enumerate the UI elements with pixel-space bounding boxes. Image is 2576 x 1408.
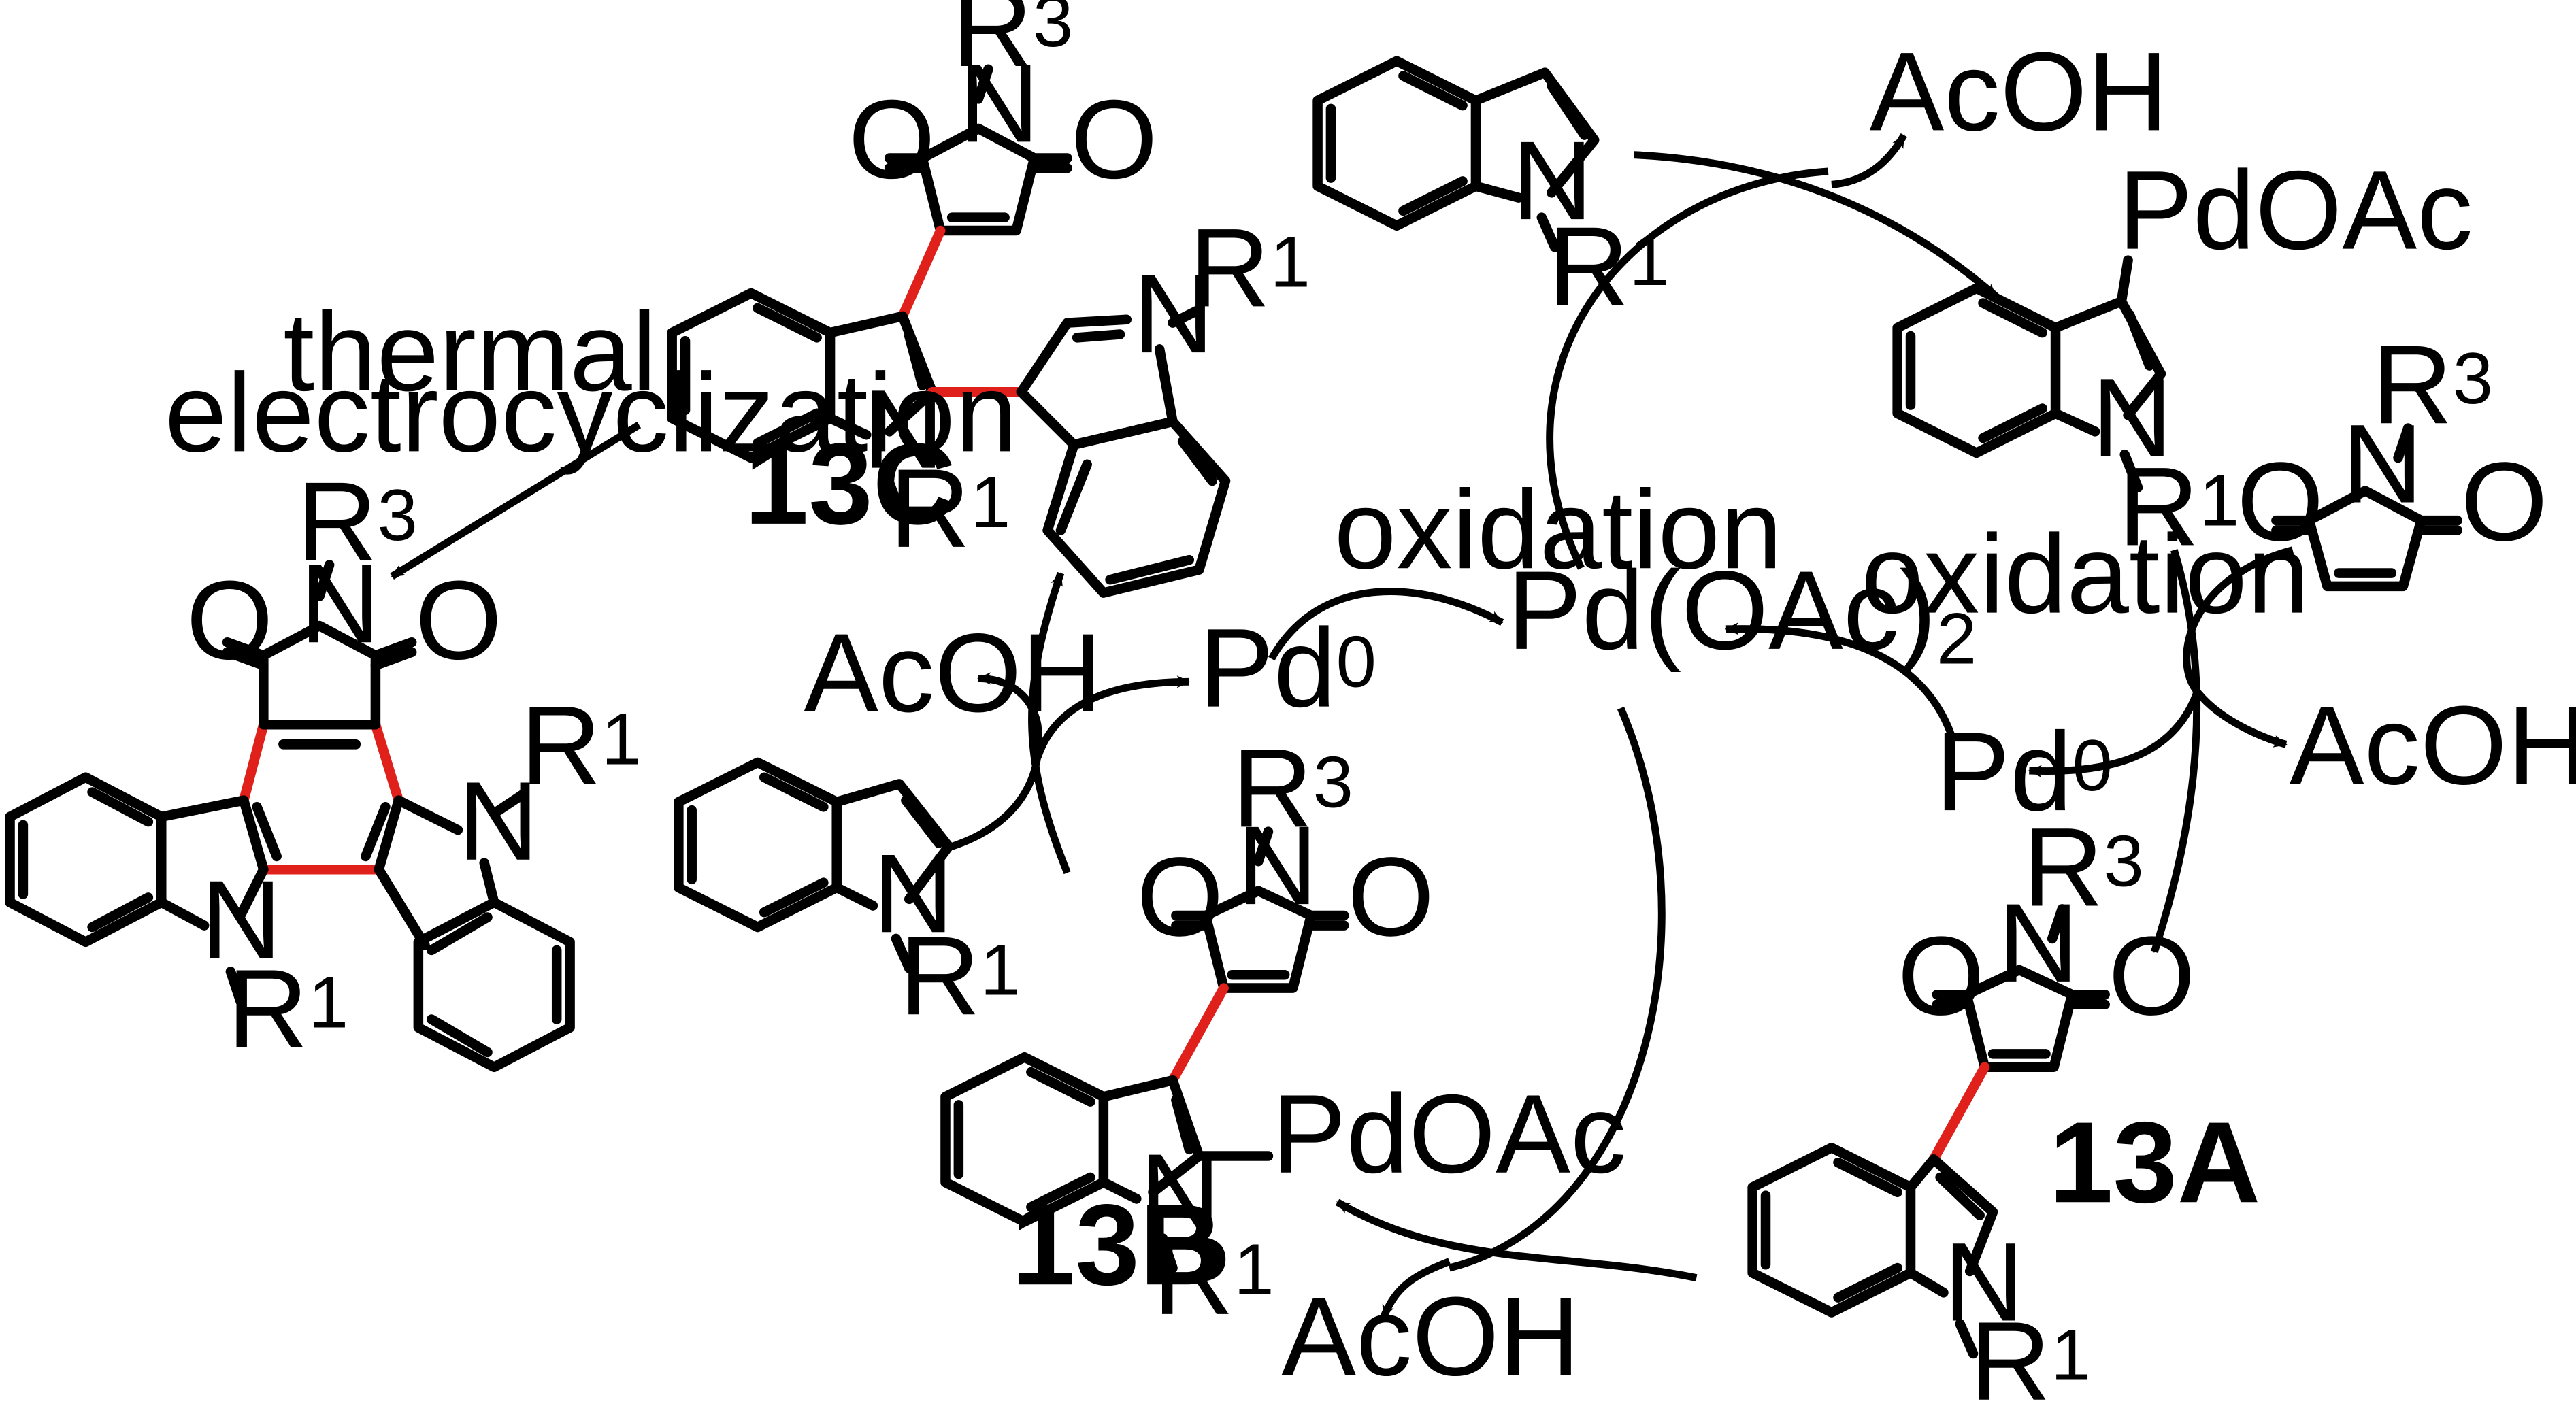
o-atom-label: O — [2109, 913, 2196, 1038]
r3-label: R3 — [297, 458, 418, 584]
intermediate-13B: N O O R3 N PdOAc R1 13B — [940, 725, 1626, 1338]
acoh-label-bottom: AcOH — [1281, 1273, 1580, 1398]
n-atom-label: N — [873, 831, 954, 956]
r1-label: R1 — [521, 682, 642, 807]
o-atom-label: O — [2461, 439, 2548, 564]
intermediate-13C: N O O R3 N R1 N R1 13C — [667, 0, 1310, 598]
pd0-release-arrow-right — [2028, 690, 2201, 777]
r3-label: R3 — [952, 0, 1073, 90]
acoh-release-arrow-bottom — [1380, 1258, 1451, 1319]
pd0-release-arrow-left — [1034, 675, 1191, 759]
n-atom-label: N — [300, 541, 381, 666]
r3-label: R3 — [2372, 322, 2493, 447]
pdoac-label: PdOAc — [1272, 1071, 1626, 1196]
acoh-label-center: AcOH — [804, 610, 1102, 735]
acoh-release-arrow-top — [1831, 133, 1908, 188]
o-atom-label: O — [186, 557, 274, 682]
r1-label: R1 — [1153, 1213, 1274, 1338]
r1-label: R1 — [1189, 205, 1310, 330]
pd0-label-center: Pd0 — [1199, 605, 1376, 731]
indolyl-pdoac-intermediate: N PdOAc R1 — [1892, 148, 2473, 569]
thermal-label: thermal — [283, 289, 657, 414]
oxidation-arrow-center — [1268, 588, 1504, 661]
indolocarbazole-product: N O O R3 N R1 N R1 — [5, 458, 642, 1073]
n-atom-label: N — [1237, 803, 1318, 928]
n-atom-label: N — [1140, 1130, 1221, 1256]
n-atom-label: N — [1943, 1220, 2024, 1345]
r3-label: R3 — [1232, 725, 1353, 850]
coupling-arrow-to-13C — [1028, 571, 1071, 875]
r1-label: R1 — [889, 446, 1010, 571]
indole-starting-material: N R1 — [1312, 56, 1670, 329]
compound-label-13B: 13B — [1011, 1180, 1223, 1309]
n-atom-label: N — [2092, 355, 2173, 480]
o-atom-label: O — [848, 77, 936, 202]
cycle-arc-top-left — [1546, 167, 1829, 570]
r1-label: R1 — [1970, 1298, 2091, 1408]
second-palladation-arrow — [1335, 1199, 1698, 1281]
oxidation-arrow-right — [1725, 622, 1958, 743]
n-atom-label: N — [458, 758, 539, 884]
o-atom-label: O — [2236, 439, 2324, 564]
o-atom-label: O — [415, 557, 502, 682]
compound-label-13A: 13A — [2049, 1098, 2260, 1226]
acoh-release-arrow-right — [2183, 546, 2294, 748]
palladation-arrow — [1634, 151, 1999, 299]
oxidation-label-center: oxidation — [1334, 467, 1783, 592]
r1-label: R1 — [227, 946, 348, 1071]
n-atom-label: N — [863, 367, 944, 492]
n-atom-label: N — [2342, 401, 2423, 526]
maleimide-reagent: N O O R3 — [2236, 322, 2548, 592]
maleimide-insertion-arrow — [2151, 549, 2201, 954]
o-atom-label: O — [1136, 834, 1223, 959]
acoh-release-arrow-left — [951, 672, 1043, 850]
acoh-label-right: AcOH — [2290, 682, 2576, 807]
n-atom-label: N — [201, 857, 282, 982]
n-atom-label: N — [1133, 251, 1214, 376]
pdoac-label: PdOAc — [2118, 148, 2473, 273]
intermediate-13A: N O O R3 N R1 13A — [1747, 805, 2260, 1408]
o-atom-label: O — [1070, 77, 1157, 202]
thermal-arrow — [390, 422, 642, 580]
n-atom-label: N — [1998, 880, 2079, 1005]
r1-label: R1 — [899, 913, 1021, 1038]
acoh-label-top: AcOH — [1870, 29, 2168, 154]
n-atom-label: N — [1512, 118, 1593, 243]
o-atom-label: O — [1898, 913, 1985, 1038]
o-atom-label: O — [1347, 834, 1434, 959]
r3-label: R3 — [2023, 805, 2144, 930]
n-atom-label: N — [959, 40, 1040, 165]
cycle-arc-right-down — [1448, 706, 1666, 1272]
r1-label: R1 — [1548, 203, 1669, 329]
r1-label: R1 — [2118, 443, 2239, 569]
indole-second-equivalent: N R1 — [674, 757, 1021, 1038]
compound-label-13C: 13C — [744, 420, 956, 548]
